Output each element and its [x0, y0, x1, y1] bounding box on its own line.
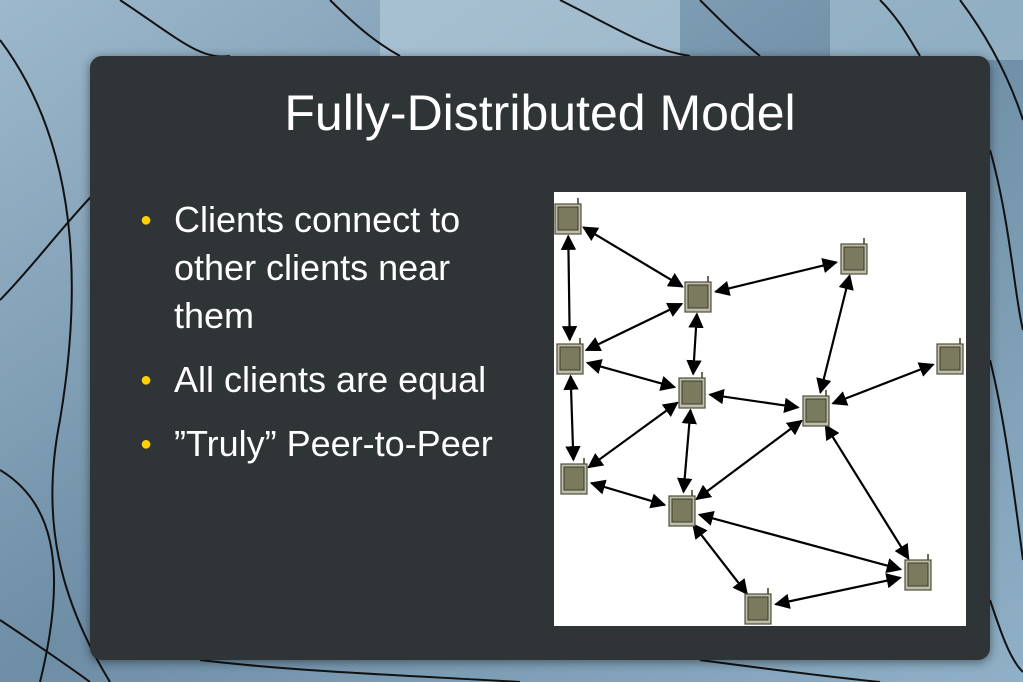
connection-arrow	[563, 374, 581, 462]
computer-node-icon	[840, 238, 868, 275]
computer-node-icon	[936, 338, 964, 375]
connection-arrow	[824, 423, 910, 561]
bullet-text: Clients connect to other clients near th…	[174, 199, 461, 336]
bullet-item: ● Clients connect to other clients near …	[138, 196, 533, 340]
peer-network-graph	[554, 198, 964, 625]
computer-node-icon	[668, 490, 696, 527]
computer-node-icon	[802, 390, 830, 427]
connection-arrow	[816, 273, 854, 395]
computer-node-icon	[678, 372, 706, 409]
connection-arrow	[582, 226, 684, 288]
connection-arrow	[774, 573, 902, 609]
connection-arrow	[697, 510, 903, 574]
connection-arrow	[692, 523, 748, 595]
connection-arrow	[708, 388, 800, 414]
connection-arrow	[695, 419, 803, 501]
connection-arrow	[585, 359, 677, 391]
connection-arrow	[589, 479, 667, 509]
bullet-item: ● All clients are equal	[138, 356, 533, 404]
connection-arrow	[713, 258, 839, 296]
bullet-item: ● ”Truly” Peer-to-Peer	[138, 420, 533, 468]
bullet-text: All clients are equal	[174, 359, 487, 400]
computer-node-icon	[560, 458, 588, 495]
computer-node-icon	[556, 338, 584, 375]
computer-node-icon	[744, 588, 772, 625]
bullet-list: ● Clients connect to other clients near …	[138, 196, 533, 484]
connection-arrow	[560, 234, 578, 342]
connection-arrow	[686, 312, 704, 376]
slide-title: Fully-Distributed Model	[284, 85, 796, 141]
computer-node-icon	[554, 198, 582, 235]
computer-node-icon	[684, 276, 712, 313]
bullet-text: ”Truly” Peer-to-Peer	[174, 423, 493, 464]
connection-arrow	[584, 302, 684, 352]
connection-arrow	[831, 362, 935, 406]
network-diagram	[554, 192, 966, 626]
computer-node-icon	[904, 554, 932, 591]
bullet-dot-icon: ●	[140, 433, 153, 455]
connection-arrow	[677, 408, 697, 494]
bullet-dot-icon: ●	[140, 369, 153, 391]
connection-arrow	[587, 401, 679, 469]
bullet-dot-icon: ●	[140, 209, 153, 231]
